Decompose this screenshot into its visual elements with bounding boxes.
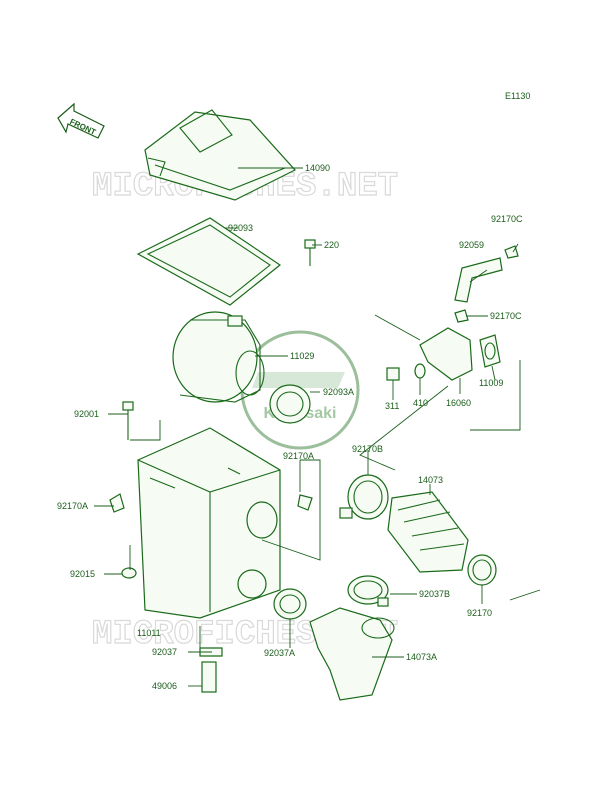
part-92059-hose [454,257,503,303]
label-92037A: 92037A [264,648,295,658]
label-11009: 11009 [479,378,503,388]
part-11009-gasket [479,334,501,368]
part-92170A-clamp-right [297,494,313,511]
label-16060: 16060 [446,398,471,408]
part-92037B-band [347,575,389,607]
label-92037B: 92037B [419,589,450,599]
part-92001-bolt [122,401,134,440]
label-11011: 11011 [137,628,161,638]
label-220: 220 [324,240,339,250]
part-92170C-clamp-mid [454,309,469,323]
part-92170B-band [339,474,389,520]
part-14073-boot [387,491,469,573]
label-92015: 92015 [70,569,95,579]
label-14090: 14090 [305,163,330,173]
label-92001: 92001 [74,409,99,419]
label-92170C-mid: 92170C [490,311,522,321]
part-14073A-duct [309,607,395,701]
part-311-nut [386,367,400,381]
leader-lines [129,314,541,601]
label-leaders [94,167,519,687]
part-49006-tube [201,661,217,693]
label-92093: 92093 [228,223,253,233]
label-92093A: 92093A [323,387,354,397]
label-410: 410 [413,398,428,408]
part-410-washer [414,363,426,379]
part-92170-band [467,554,497,586]
part-92093A-ring [269,384,311,424]
label-92059: 92059 [459,240,484,250]
diagram-code: E1130 [505,91,530,101]
part-92037A-band [273,588,307,620]
label-14073: 14073 [418,475,443,485]
label-92170B: 92170B [352,444,383,454]
label-14073A: 14073A [406,652,437,662]
part-220-screw [304,239,316,266]
part-92093-gasket [136,217,282,306]
part-11029-filter-element [172,311,265,403]
label-92037: 92037 [152,647,177,657]
front-arrow-icon: FRONT [57,102,105,139]
label-92170C-top: 92170C [491,214,523,224]
label-49006: 49006 [152,681,177,691]
label-311: 311 [385,401,399,411]
part-14090-cover [144,109,296,201]
part-92015-grommet [121,567,137,579]
label-92170: 92170 [467,608,492,618]
label-92170A-left: 92170A [57,501,88,511]
label-92170A-right: 92170A [283,451,314,461]
part-16060-joint [419,327,473,381]
label-11029: 11029 [290,351,314,361]
part-92170A-clamp-left [109,493,125,513]
part-11011-case [137,427,281,619]
